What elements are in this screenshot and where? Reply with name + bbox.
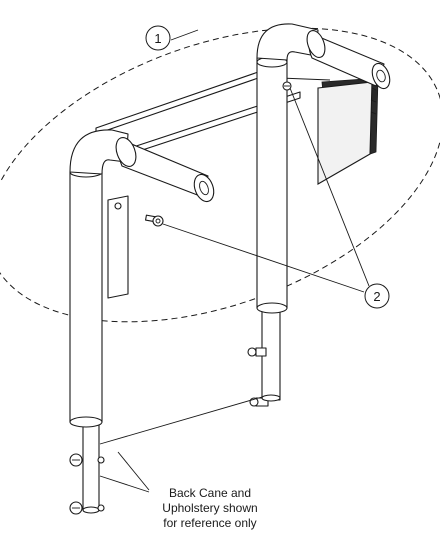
callout-2-label: 2 (373, 289, 380, 304)
lower-screw-left-1 (69, 453, 105, 467)
callout-1: 1 (145, 25, 171, 51)
upholstery-panel (317, 77, 379, 185)
callout-1-leader (170, 29, 199, 41)
lower-screw-right-1 (247, 347, 267, 357)
assembly-boundary (0, 27, 440, 323)
lower-screw-left-2 (69, 501, 105, 515)
note-line-1: Back Cane and (169, 486, 251, 500)
note-line-3: for reference only (163, 516, 256, 530)
callout-2: 2 (364, 283, 390, 309)
note-leaders (99, 396, 263, 493)
left-back-cane (69, 129, 215, 515)
note-line-2: Upholstery shown (162, 501, 257, 515)
reference-note: Back Cane and Upholstery shown for refer… (162, 486, 257, 530)
callout-2-leaders (162, 87, 370, 293)
callout-1-label: 1 (154, 31, 161, 46)
right-back-cane (247, 23, 391, 407)
screw-item-2 (145, 214, 164, 227)
